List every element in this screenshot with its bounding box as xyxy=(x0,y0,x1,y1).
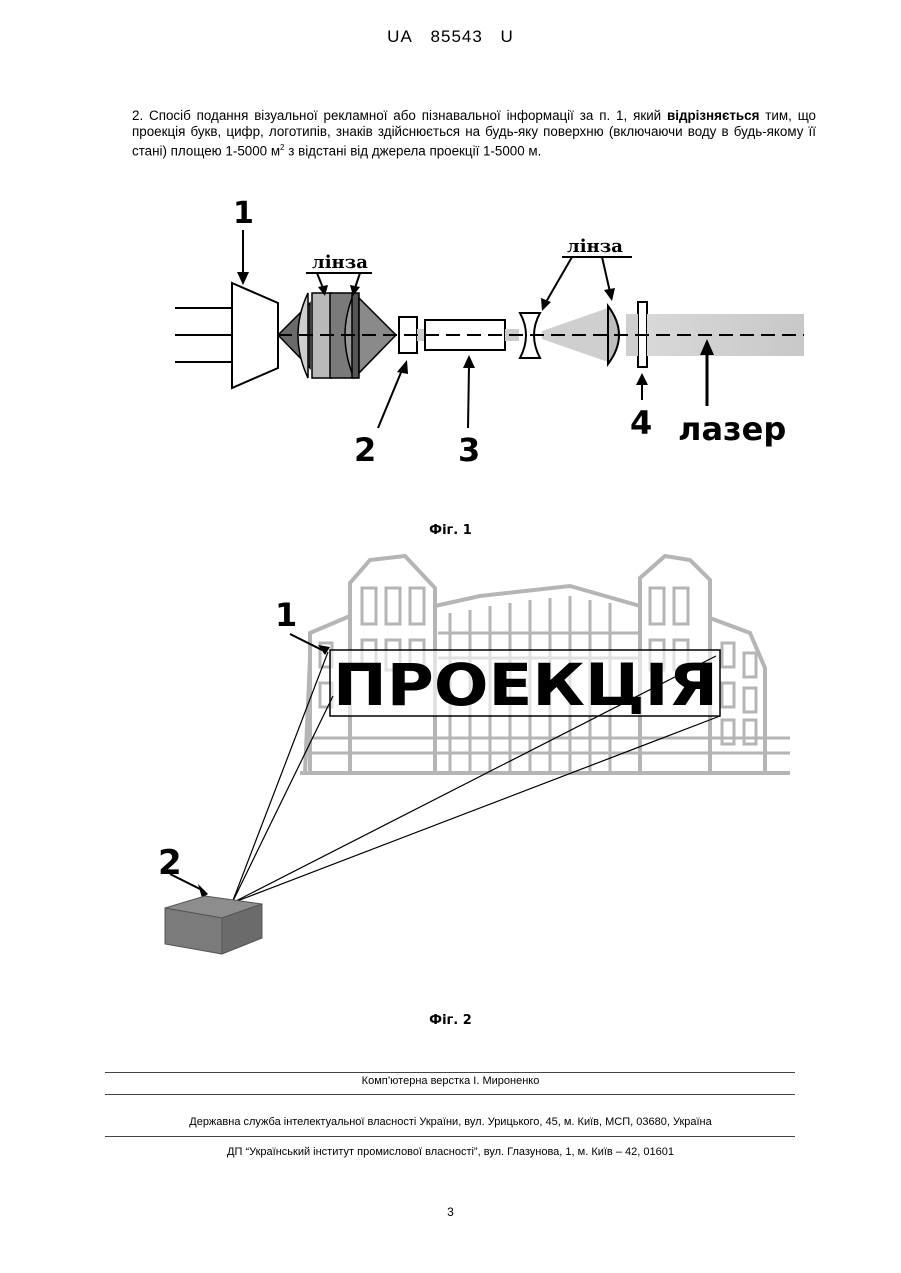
lens-label-left: лінза xyxy=(312,252,368,273)
claim-2-text: 2. Спосіб подання візуальної рекламної а… xyxy=(132,108,816,159)
footer-rule-middle xyxy=(105,1094,795,1095)
country-code: UA xyxy=(387,27,413,46)
claim-start: 2. Спосіб подання візуальної рекламної а… xyxy=(132,108,667,123)
footer-layout-credit: Комп’ютерна верстка І. Мироненко xyxy=(0,1075,901,1087)
claim-bold-word: відрізняється xyxy=(667,108,759,123)
footer-rule-bottom xyxy=(105,1136,795,1137)
projector-element-1 xyxy=(232,283,278,388)
patent-number: 85543 xyxy=(431,27,483,46)
figure-2-caption: Фіг. 2 xyxy=(0,1013,901,1028)
label-2: 2 xyxy=(354,431,376,469)
figure-1-caption: Фіг. 1 xyxy=(0,523,901,538)
laser-label: лазер xyxy=(678,410,786,448)
projector-box xyxy=(165,896,262,954)
figure-2-building-projection: ПРОЕКЦІЯ 1 2 xyxy=(150,548,810,968)
label-1: 1 xyxy=(233,196,254,231)
footer-rule-top xyxy=(105,1072,795,1073)
label-3: 3 xyxy=(458,431,480,469)
footer-institute: ДП “Український інститут промислової вла… xyxy=(0,1146,901,1158)
figure-1-optical-scheme: 1 лінза лінза 2 3 4 лазер xyxy=(160,188,820,488)
patent-header: UA 85543 U xyxy=(0,27,901,47)
input-lines xyxy=(175,308,232,362)
lens-label-right: лінза xyxy=(567,236,623,257)
label-4: 4 xyxy=(630,404,652,442)
footer-service: Державна служба інтелектуальної власност… xyxy=(0,1116,901,1128)
page-number: 3 xyxy=(0,1205,901,1219)
document-kind: U xyxy=(501,27,514,46)
fig2-label-1: 1 xyxy=(275,596,297,634)
claim-end-2: з відстані від джерела проекції 1-5000 м… xyxy=(285,143,542,158)
